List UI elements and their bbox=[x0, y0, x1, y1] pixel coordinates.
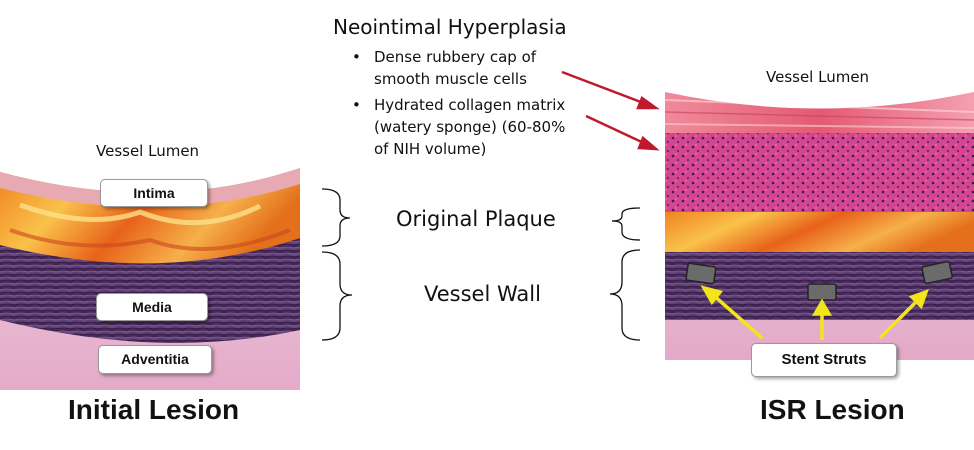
intima-layer bbox=[0, 168, 300, 208]
neointimal-bullets: • Dense rubbery cap of smooth muscle cel… bbox=[352, 46, 565, 160]
neointima-layer bbox=[665, 130, 974, 212]
isr-plaque-layer bbox=[665, 210, 974, 252]
isr-lesion-layers bbox=[665, 92, 974, 360]
right-braces bbox=[609, 207, 641, 341]
intima-label: Intima bbox=[100, 179, 208, 207]
isr-lesion-title: ISR Lesion bbox=[760, 394, 905, 425]
stent-strut-middle bbox=[807, 283, 837, 301]
neointimal-title: Neointimal Hyperplasia bbox=[333, 15, 567, 39]
bullet-dot: • bbox=[352, 48, 361, 66]
stent-struts bbox=[685, 260, 953, 301]
bullet-2: • Hydrated collagen matrix (watery spong… bbox=[352, 96, 566, 158]
bullet-1: • Dense rubbery cap of smooth muscle cel… bbox=[352, 48, 537, 88]
left-vessel-lumen-label: Vessel Lumen bbox=[96, 142, 200, 160]
adventitia-label: Adventitia bbox=[98, 345, 212, 374]
right-vessel-lumen-label: Vessel Lumen bbox=[766, 68, 870, 86]
media-label: Media bbox=[96, 293, 208, 321]
initial-lesion-title: Initial Lesion bbox=[68, 394, 240, 425]
original-plaque-label: Original Plaque bbox=[396, 207, 556, 231]
stent-strut-left bbox=[685, 262, 717, 285]
left-braces bbox=[321, 188, 353, 341]
stent-strut-right bbox=[921, 260, 953, 285]
bullet-dot: • bbox=[352, 96, 361, 114]
strut-arrows bbox=[700, 285, 929, 340]
vessel-wall-label: Vessel Wall bbox=[424, 282, 541, 306]
stent-struts-label: Stent Struts bbox=[751, 343, 897, 377]
neointima-arrows bbox=[561, 70, 660, 151]
